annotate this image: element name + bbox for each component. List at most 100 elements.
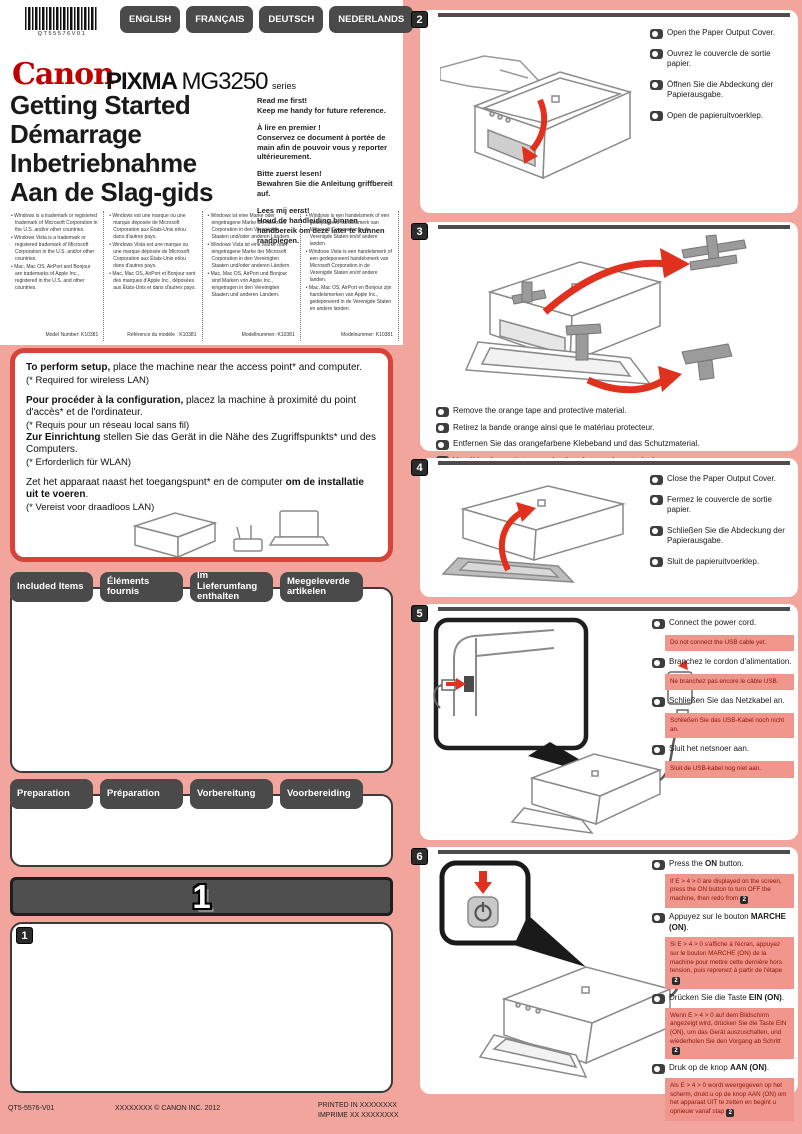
usb-warning-nl: Sluit de USB-kabel nog niet aan. [665, 760, 794, 778]
removed-tape-pieces [681, 234, 747, 381]
instruction-bullet-icon [436, 406, 449, 417]
instruction-bullet-icon [652, 744, 665, 755]
instruction-text: Remove the orange tape and protective ma… [453, 406, 627, 415]
step-2-badge: 2 [411, 11, 428, 28]
warning-text: Wenn E > 4 > 0 auf dem Bildschirm angeze… [670, 1011, 787, 1045]
setup-line-nl-bold: om de installatie uit te voeren [26, 476, 364, 501]
step-6-instructions: Press the ON button. If E > 4 > 0 are di… [652, 859, 794, 1122]
included-items-tab-nl: Meegeleverde artikelen [280, 572, 363, 602]
instr-pre: Press the [669, 859, 706, 868]
readme-fr: À lire en premier ! Conservez ce documen… [257, 123, 399, 163]
instr-post: button. [717, 859, 744, 868]
step-rule [438, 850, 790, 854]
printer-illustration [478, 966, 673, 1079]
trademark-column-en: Windows is a trademark or registered tra… [6, 211, 103, 341]
step-5-illustration [433, 617, 693, 834]
trademark-item: Windows is een handelsmerk of een gedepo… [306, 213, 393, 248]
step-1-panel [10, 922, 393, 1093]
included-items-tab-fr: Éléments fournis [100, 572, 183, 602]
barcode [25, 7, 97, 30]
step-3-badge: 3 [411, 223, 428, 240]
step-rule [438, 225, 790, 229]
step-2-panel: 2 Open the Paper Output Cover. Ouvrez le… [411, 10, 798, 213]
instruction-text: Drücken Sie die Taste EIN (ON). [669, 993, 784, 1004]
instruction-text: Schließen Sie die Abdeckung der Papierau… [667, 525, 785, 546]
instruction-row: Öffnen Sie die Abdeckung der Papierausga… [650, 80, 796, 101]
instr-bold: AAN (ON) [729, 1063, 767, 1073]
trademark-item: Windows est une marque ou une marque dép… [109, 213, 196, 241]
trademark-item: Windows Vista est une marque ou une marq… [109, 242, 196, 270]
instruction-bullet-icon [650, 495, 663, 506]
setup-line-en-bold: To perform setup, [26, 362, 111, 373]
instruction-bullet-icon [652, 993, 665, 1004]
readme-de-head: Bitte zuerst lesen! [257, 169, 322, 179]
product-name: PIXMA MG3250 series [106, 68, 296, 96]
warning-text: Als E > 4 > 0 wordt weergegeven op het s… [670, 1081, 787, 1116]
trademark-column-nl: Windows is een handelsmerk of een gedepo… [299, 211, 398, 341]
trademark-item: Mac, Mac OS, AirPort et Bonjour sont des… [109, 271, 196, 292]
step-6-panel: 6 Press the ON button. If E > 4 > 0 are … [411, 847, 798, 1122]
instruction-text: Connect the power cord. [669, 618, 757, 627]
step-1-badge: 1 [16, 927, 33, 944]
warning-text: Si E > 4 > 0 s'affiche à l'écran, appuye… [670, 941, 783, 975]
instruction-text: Close the Paper Output Cover. [667, 474, 776, 483]
instruction-row: Entfernen Sie das orangefarbene Klebeban… [436, 439, 786, 450]
plug-arrow [446, 678, 466, 690]
usb-warning-en: Do not connect the USB cable yet. [665, 634, 794, 652]
step-2-printer-illustration [440, 55, 633, 180]
trademark-item: Windows Vista ist eine Marke oder einget… [208, 242, 295, 270]
canon-logo: Canon [12, 57, 115, 92]
trademark-column-de: Windows ist eine Marke oder eingetragene… [201, 211, 300, 341]
title-de: Inbetriebnahme [10, 148, 197, 178]
included-items-panel [10, 587, 393, 773]
instruction-row: Schließen Sie das Netzkabel an. [652, 696, 794, 707]
step-4-badge: 4 [411, 459, 428, 476]
instr-post: . [686, 922, 689, 932]
footer-copyright: XXXXXXXX © CANON INC. 2012 [115, 1105, 221, 1112]
e40-warning-en: If E > 4 > 0 are displayed on the screen… [665, 873, 794, 909]
open-cover-arrow [522, 98, 548, 164]
instruction-bullet-icon [652, 859, 665, 870]
step-ref-badge: 2 [672, 1047, 680, 1056]
instruction-bullet-icon [436, 439, 449, 450]
instruction-text: Open de papieruitvoerklep. [667, 110, 764, 120]
preparation-tab-nl: Voorbereiding [280, 779, 363, 809]
tab-francais: FRANÇAIS [186, 6, 254, 33]
instruction-row: Sluit de papieruitvoerklep. [650, 557, 796, 568]
instruction-row: Remove the orange tape and protective ma… [436, 406, 786, 417]
instruction-row: Appuyez sur le bouton MARCHE (ON). [652, 912, 794, 933]
instr-bold: MARCHE (ON) [669, 912, 786, 932]
setup-line-nl-pre: Zet het apparaat naast het toegangspunt*… [26, 476, 286, 488]
footer-printed-line1: PRINTED IN XXXXXXXX [318, 1102, 397, 1109]
instruction-bullet-icon [650, 49, 663, 60]
step-ref-badge: 2 [726, 1109, 735, 1118]
setup-line-en-rest: place the machine near the access point*… [110, 362, 363, 373]
e40-warning-de: Wenn E > 4 > 0 auf dem Bildschirm angeze… [665, 1007, 794, 1060]
footer-part-number: QT5-5576-V01 [8, 1105, 55, 1112]
title-nl: Aan de Slag-gids [10, 177, 213, 207]
trademark-item: Mac, Mac OS, AirPort and Bonjour are tra… [11, 264, 98, 292]
instr-post: . [766, 1063, 770, 1073]
barcode-code: QT55576V01 [37, 31, 87, 37]
step-5-panel: 5 [411, 604, 798, 840]
instruction-row: Close the Paper Output Cover. [650, 474, 796, 485]
setup-notice-box: To perform setup, place the machine near… [10, 348, 393, 562]
instruction-text: Fermez le couvercle de sortie papier. [667, 494, 772, 515]
title-en: Getting Started [10, 90, 191, 120]
instruction-bullet-icon [650, 526, 663, 537]
step-5-instructions: Connect the power cord. Do not connect t… [652, 618, 794, 778]
readme-en-head: Read me first! [257, 96, 308, 105]
footer-printed-line2: IMPRIME XX XXXXXXXX [318, 1112, 399, 1119]
trademark-item: Windows is a trademark or registered tra… [11, 213, 98, 234]
instruction-text: Ouvrez le couvercle de sortie papier. [667, 48, 771, 69]
instruction-text: Sluit het netsnoer aan. [669, 744, 750, 754]
usb-warning-de: Schließen Sie das USB-Kabel noch nicht a… [665, 713, 794, 739]
instruction-row: Retirez la bande orange ainsi que le mat… [436, 423, 786, 434]
setup-line-fr-bold: Pour procéder à la configuration, [26, 394, 184, 406]
setup-note-fr: (* Requis pour un réseau local sans fil) [26, 419, 190, 431]
trademark-item: Windows Vista is een handelsmerk of een … [306, 249, 393, 284]
tab-nederlands: NEDERLANDS [329, 6, 414, 33]
section-1-number: 1 [192, 878, 211, 915]
printer-illustration [510, 753, 663, 834]
